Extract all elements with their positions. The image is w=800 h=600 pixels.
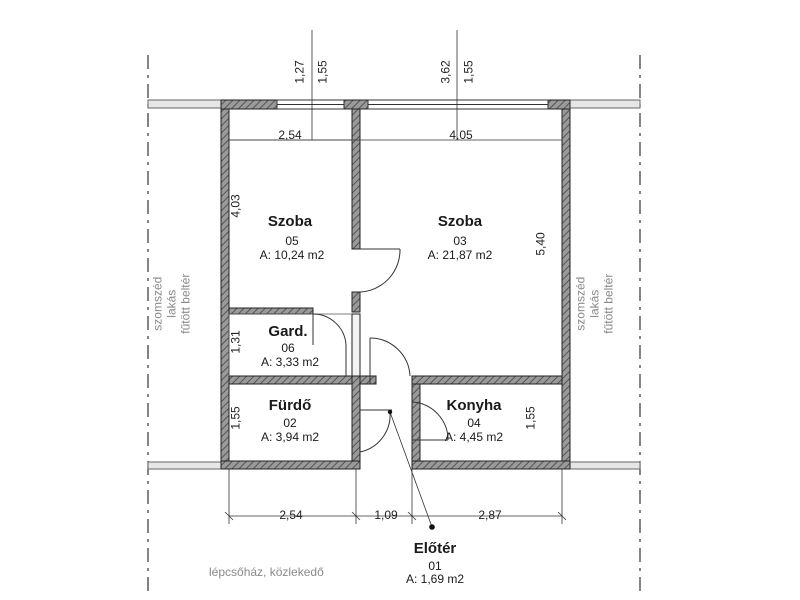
dim-furdo-depth: 1,55 xyxy=(228,406,243,430)
dim-gard-depth: 1,31 xyxy=(228,330,243,354)
property-boundary-lines xyxy=(147,55,641,595)
room-03-number: 03 xyxy=(453,234,467,248)
room-03-area: A: 21,87 m2 xyxy=(427,248,493,262)
room-04-area: A: 4,45 m2 xyxy=(444,430,504,444)
room-06-number: 06 xyxy=(281,341,295,355)
room-02-number: 02 xyxy=(283,416,297,430)
room-01-area: A: 1,69 m2 xyxy=(405,572,465,586)
leader-dot-end xyxy=(429,524,435,530)
dim-window-right-b: 1,55 xyxy=(461,60,476,84)
dimension-lines xyxy=(224,30,567,528)
stairwell-label: lépcsőház, közlekedő xyxy=(209,565,324,579)
room-01-number: 01 xyxy=(428,559,442,573)
leader-dot-start xyxy=(387,409,393,415)
neighbor-left-label: szomszéd lakás fűtött beltér xyxy=(150,273,192,334)
room-04-number: 04 xyxy=(467,416,481,430)
top-windows xyxy=(276,99,549,110)
dim-room05-depth: 4,03 xyxy=(228,194,243,218)
dim-room05-width: 2,54 xyxy=(278,128,302,142)
dim-window-left-a: 1,27 xyxy=(292,60,307,84)
door-swings xyxy=(312,248,449,453)
room-02-name: Fürdő xyxy=(268,397,312,414)
dim-konyha-depth: 1,55 xyxy=(523,406,538,430)
room-03-name: Szoba xyxy=(437,213,483,230)
room-05-name: Szoba xyxy=(267,213,313,230)
exterior-walls xyxy=(220,99,571,470)
dim-room03-width: 4,05 xyxy=(449,128,473,142)
room-05-number: 05 xyxy=(285,234,299,248)
room-06-name: Gard. xyxy=(268,323,308,340)
room-05-area: A: 10,24 m2 xyxy=(259,248,325,262)
dim-bottom-mid: 1,09 xyxy=(374,508,398,522)
room-01-name: Előtér xyxy=(413,540,457,557)
dim-window-right-a: 3,62 xyxy=(438,60,453,84)
neighbor-right-label: szomszéd lakás fűtött beltér xyxy=(573,273,615,334)
dim-window-left-b: 1,55 xyxy=(315,60,330,84)
room-06-area: A: 3,33 m2 xyxy=(260,355,320,369)
dim-room03-depth: 5,40 xyxy=(533,232,548,256)
dim-bottom-left: 2,54 xyxy=(279,508,303,522)
interior-walls xyxy=(228,108,563,462)
room-04-name: Konyha xyxy=(446,397,502,414)
room-02-area: A: 3,94 m2 xyxy=(260,430,320,444)
dim-bottom-right: 2,87 xyxy=(478,508,502,522)
